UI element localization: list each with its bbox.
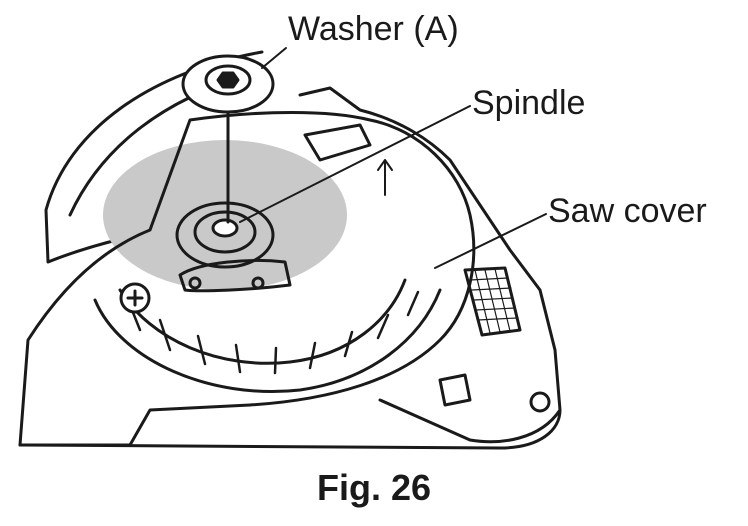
label-washer-a: Washer (A) <box>288 10 459 48</box>
saw-cover <box>18 111 476 447</box>
arrow-marking <box>377 159 393 196</box>
base-plate-edge <box>18 408 562 450</box>
leader-spindle <box>239 105 471 223</box>
leader-washer <box>261 47 287 69</box>
fan-housing-outer <box>93 288 442 393</box>
washer-a-hex-hole <box>216 71 240 89</box>
motor-vent-grid <box>469 268 518 334</box>
spindle <box>211 218 239 238</box>
spindle-highlight-area <box>103 140 347 290</box>
handle-screw <box>529 391 551 413</box>
housing-tab <box>438 373 472 407</box>
leader-saw-cover <box>434 213 547 269</box>
leader-lines <box>239 47 547 269</box>
fan-housing-inner <box>118 278 407 365</box>
outer-flange <box>175 201 275 269</box>
motor-housing <box>298 86 562 444</box>
label-saw-cover: Saw cover <box>548 192 707 230</box>
motor-vent-frame <box>463 266 522 337</box>
washer-a-hub <box>204 64 252 96</box>
lock-screw-right-icon <box>251 276 265 290</box>
spindle-lock-plate <box>178 259 292 293</box>
lock-screw-left-icon <box>188 276 202 290</box>
label-spindle: Spindle <box>472 84 586 122</box>
switch-lever <box>303 123 372 162</box>
fan-ribs <box>126 290 420 375</box>
inner-flange <box>193 210 257 254</box>
cover-screw-slot <box>126 289 144 307</box>
figure-caption: Fig. 26 <box>316 467 432 508</box>
